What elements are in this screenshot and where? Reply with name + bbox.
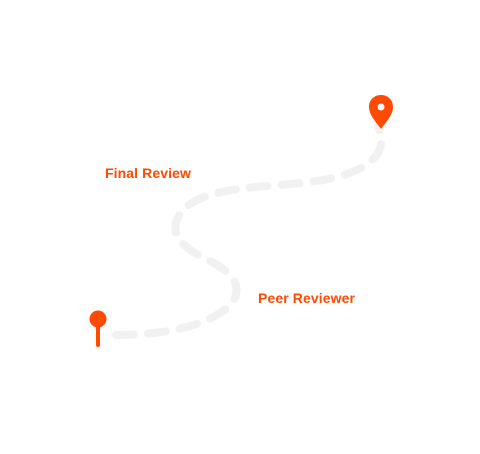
map-pin-center: [377, 103, 385, 111]
start-pin-icon: [89, 310, 107, 347]
start-pin-stem: [96, 323, 100, 347]
peer-reviewer-label: Peer Reviewer: [258, 290, 356, 306]
route-line: [112, 122, 386, 339]
start-pin-head: [89, 310, 107, 328]
map-pin-shape: [369, 95, 393, 129]
map-pin-icon: [369, 95, 393, 129]
final-review-label: Final Review: [105, 165, 192, 181]
